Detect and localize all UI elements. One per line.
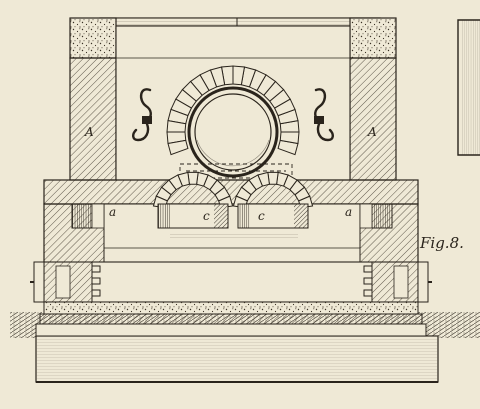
firebox-label-left: c — [203, 209, 210, 223]
firebox-left — [157, 203, 229, 229]
opening-label-left: a — [109, 205, 116, 219]
firebox-label-right: c — [258, 209, 265, 223]
wall-label-left: A — [84, 125, 94, 139]
dashed-flue-outline — [179, 163, 293, 179]
firebox-arches — [152, 171, 314, 209]
top-cornice — [99, 17, 381, 27]
wall-label-right: A — [367, 125, 377, 139]
opening-label-right: a — [345, 205, 352, 219]
arch-brick — [167, 139, 189, 156]
plinth-courses — [35, 301, 427, 337]
side-opening-left — [71, 203, 105, 229]
vessel-brick-arch — [166, 65, 300, 156]
side-opening-right — [359, 203, 393, 229]
figure-caption: Fig.8. — [419, 234, 464, 252]
lower-chamber — [30, 261, 432, 303]
iron-hook-right — [314, 88, 334, 142]
wall-caps — [69, 17, 397, 59]
round-vessel — [187, 86, 279, 178]
firebox-right — [237, 203, 309, 229]
iron-hook-left — [132, 88, 152, 142]
side-walls — [69, 57, 397, 181]
